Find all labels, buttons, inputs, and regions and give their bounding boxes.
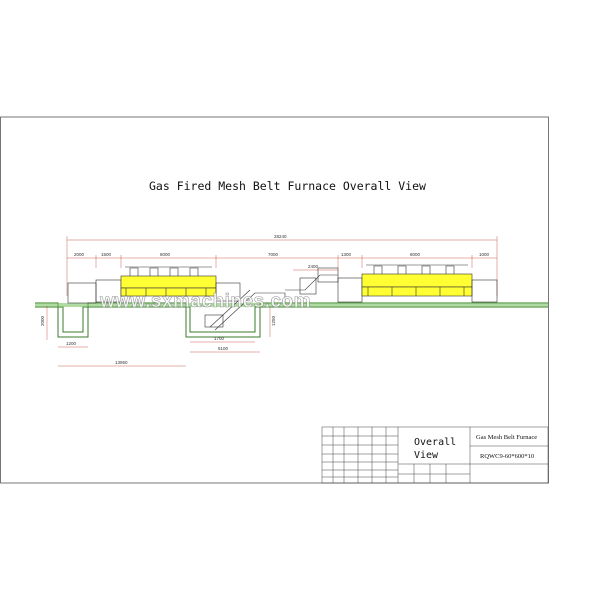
left-heating-zone [120,275,217,289]
dim-7000: 7000 [268,252,279,257]
drawing-title: Gas Fired Mesh Belt Furnace Overall View [149,179,426,193]
right-heating-zone [361,273,473,288]
right-furnace [337,264,498,303]
title-block-model-no: RQWC9-60*600*10 [480,453,534,460]
dim-pit-depth: 2000 [40,315,45,326]
dim-1500-left: 1500 [101,252,112,257]
title-block-view-name-line2: View [414,450,439,461]
title-block [321,426,549,484]
middle-conveyor [204,267,339,331]
watermark: www.sxmachines.com [99,291,311,312]
dim-2000: 2000 [74,252,85,257]
dim-2400: 2400 [308,264,319,269]
dim-bottom-length: 13950 [115,360,128,365]
dim-1700: 1700 [214,336,225,341]
dim-1300: 1300 [341,252,352,257]
dim-8000-right: 8000 [410,252,421,257]
dim-5100: 5100 [218,346,229,351]
bottom-dimensions [46,306,271,367]
dim-1000: 1000 [479,252,490,257]
dim-overall-length: 28240 [274,234,287,239]
floor-slab [35,303,548,307]
sheet-border [0,116,549,484]
dim-1250: 1250 [271,315,276,326]
title-block-view-name-line1: Overall [414,437,456,448]
top-dimensions [66,236,498,296]
title-block-product-name: Gas Mesh Belt Furnace [476,434,537,441]
left-furnace [67,266,241,304]
dim-8000-left: 8000 [160,252,171,257]
dim-pit-width: 1200 [66,341,77,346]
